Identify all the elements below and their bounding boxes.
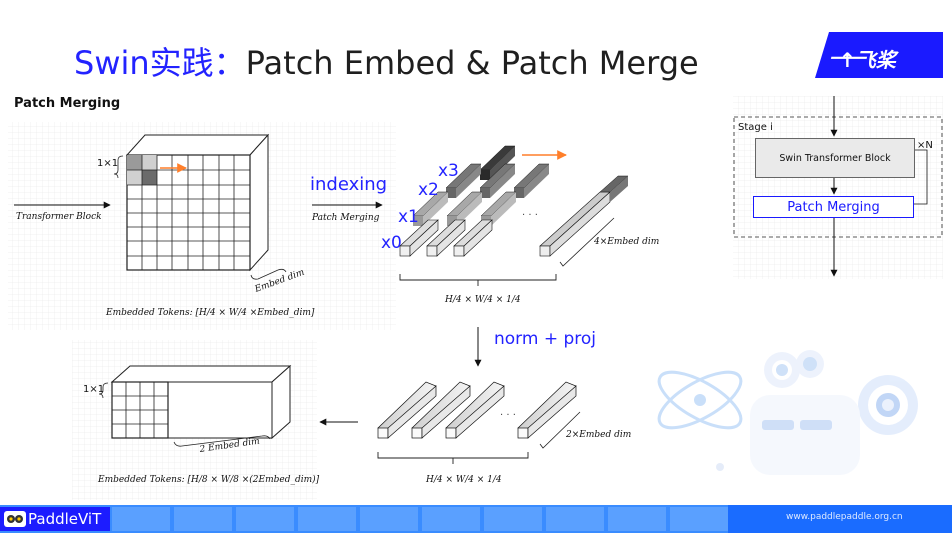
robot-illustration xyxy=(657,350,918,475)
norm-proj-label: norm + proj xyxy=(494,329,597,349)
title-text: Patch Embed & Patch Merge xyxy=(245,44,699,82)
dots-top: · · · xyxy=(522,210,538,221)
x1-label: x1 xyxy=(398,207,419,227)
section-label: Patch Merging xyxy=(14,96,121,111)
tokens-label-bottom: Embedded Tokens: [H/8 × W/8 ×(2Embed_dim… xyxy=(97,474,320,485)
paddle-logo-icon: ⸺ xyxy=(815,32,943,78)
frac-label-top: H/4 × W/4 × 1/4 xyxy=(444,295,521,305)
merged-bars-top xyxy=(399,145,629,286)
swin-transformer-block: Swin Transformer Block xyxy=(755,138,915,178)
logo-label: 飞桨 xyxy=(855,48,896,72)
footer-bar xyxy=(0,505,952,533)
onebyone-label-bottom: 1×1 xyxy=(83,384,104,395)
patch-merging-block: Patch Merging xyxy=(753,196,914,218)
dots-bottom: · · · xyxy=(500,410,516,421)
times-n-label: ×N xyxy=(917,140,933,151)
svg-text:⸺: ⸺ xyxy=(829,45,868,70)
x0-label: x0 xyxy=(381,233,402,253)
output-feature-map xyxy=(98,364,292,447)
frac-label-bottom: H/4 × W/4 × 1/4 xyxy=(425,475,502,485)
two-embed-label: 2×Embed dim xyxy=(565,430,631,440)
footer-url: www.paddlepaddle.org.cn xyxy=(786,512,903,522)
brand-badge: PaddleViT xyxy=(0,507,110,531)
x3-label: x3 xyxy=(438,161,459,181)
patch-merging-italic-label: Patch Merging xyxy=(311,213,380,223)
feature-map-cube xyxy=(113,133,287,280)
tokens-label-top: Embedded Tokens: [H/4 × W/4 ×Embed_dim] xyxy=(105,308,315,318)
stage-panel xyxy=(733,96,943,279)
transformer-block-label: Transformer Block xyxy=(16,212,102,222)
indexing-label: indexing xyxy=(310,174,388,195)
paddlevit-icon xyxy=(4,511,26,527)
x2-label: x2 xyxy=(418,180,439,200)
four-embed-label: 4×Embed dim xyxy=(593,237,659,247)
logo-text: ↑飞桨 xyxy=(839,48,896,72)
stage-label: Stage i xyxy=(738,122,773,133)
brand-label: PaddleViT xyxy=(28,510,102,528)
projected-bars xyxy=(377,381,581,464)
patch-merging-diagram: 1×1 Embed dim Embedded Tokens: [H/4 × W/… xyxy=(8,96,943,500)
onebyone-label: 1×1 xyxy=(97,158,118,169)
title-prefix: Swin实践： xyxy=(74,44,246,82)
page-title: Swin实践：Patch Embed & Patch Merge xyxy=(74,38,699,84)
